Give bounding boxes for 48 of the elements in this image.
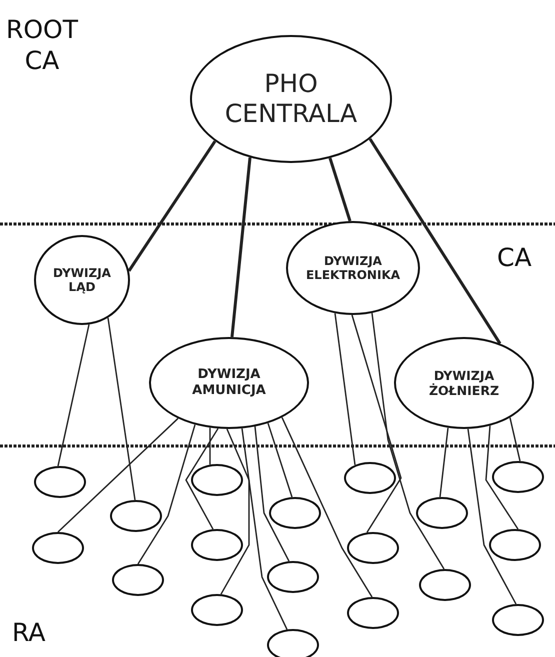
connector-line — [254, 426, 290, 562]
connector-line — [185, 428, 219, 530]
empty-ellipse — [112, 564, 164, 596]
connector-line — [241, 428, 288, 630]
empty-ellipse — [267, 629, 319, 657]
connector-line — [267, 422, 293, 498]
empty-ellipse — [492, 461, 544, 493]
empty-ellipse — [347, 532, 399, 564]
connector-line — [209, 428, 211, 465]
connector-line — [128, 140, 216, 272]
connector-line — [485, 426, 519, 530]
node-label: PHO CENTRALA — [224, 69, 358, 129]
empty-ellipse — [34, 466, 86, 498]
connector-line — [220, 428, 250, 595]
empty-ellipse — [419, 569, 471, 601]
connector-line — [509, 418, 521, 462]
connector-line — [371, 312, 445, 570]
empty-ellipse — [110, 500, 162, 532]
empty-ellipse — [344, 462, 396, 494]
node-label: DYWIZJA AMUNICJA — [192, 367, 266, 399]
connector-line — [467, 428, 517, 604]
connector-line — [230, 157, 252, 338]
connector-line — [334, 313, 356, 466]
connector-line — [58, 418, 178, 532]
node-label: DYWIZJA LĄD — [53, 266, 111, 294]
connector-line — [351, 314, 402, 533]
connector-line — [281, 417, 373, 598]
layer-label: CA — [497, 242, 532, 274]
empty-ellipse — [191, 464, 243, 496]
connector-line — [137, 424, 196, 564]
empty-ellipse — [191, 594, 243, 626]
connector-line — [328, 158, 352, 222]
empty-ellipse — [347, 597, 399, 629]
node-label: DYWIZJA ELEKTRONIKA — [306, 254, 400, 282]
connector-line — [368, 138, 502, 344]
empty-ellipse — [492, 604, 544, 636]
node-label: DYWIZJA ŻOŁNIERZ — [428, 368, 500, 398]
connector-line — [107, 318, 136, 500]
empty-ellipse — [416, 497, 468, 529]
layer-label: ROOT CA — [6, 14, 78, 76]
empty-ellipse — [32, 532, 84, 564]
empty-ellipse — [191, 529, 243, 561]
empty-ellipse — [267, 561, 319, 593]
empty-ellipse — [489, 529, 541, 561]
connector-line — [57, 324, 90, 466]
layer-label: RA — [12, 617, 46, 648]
empty-ellipse — [269, 497, 321, 529]
connector-line — [439, 428, 449, 498]
